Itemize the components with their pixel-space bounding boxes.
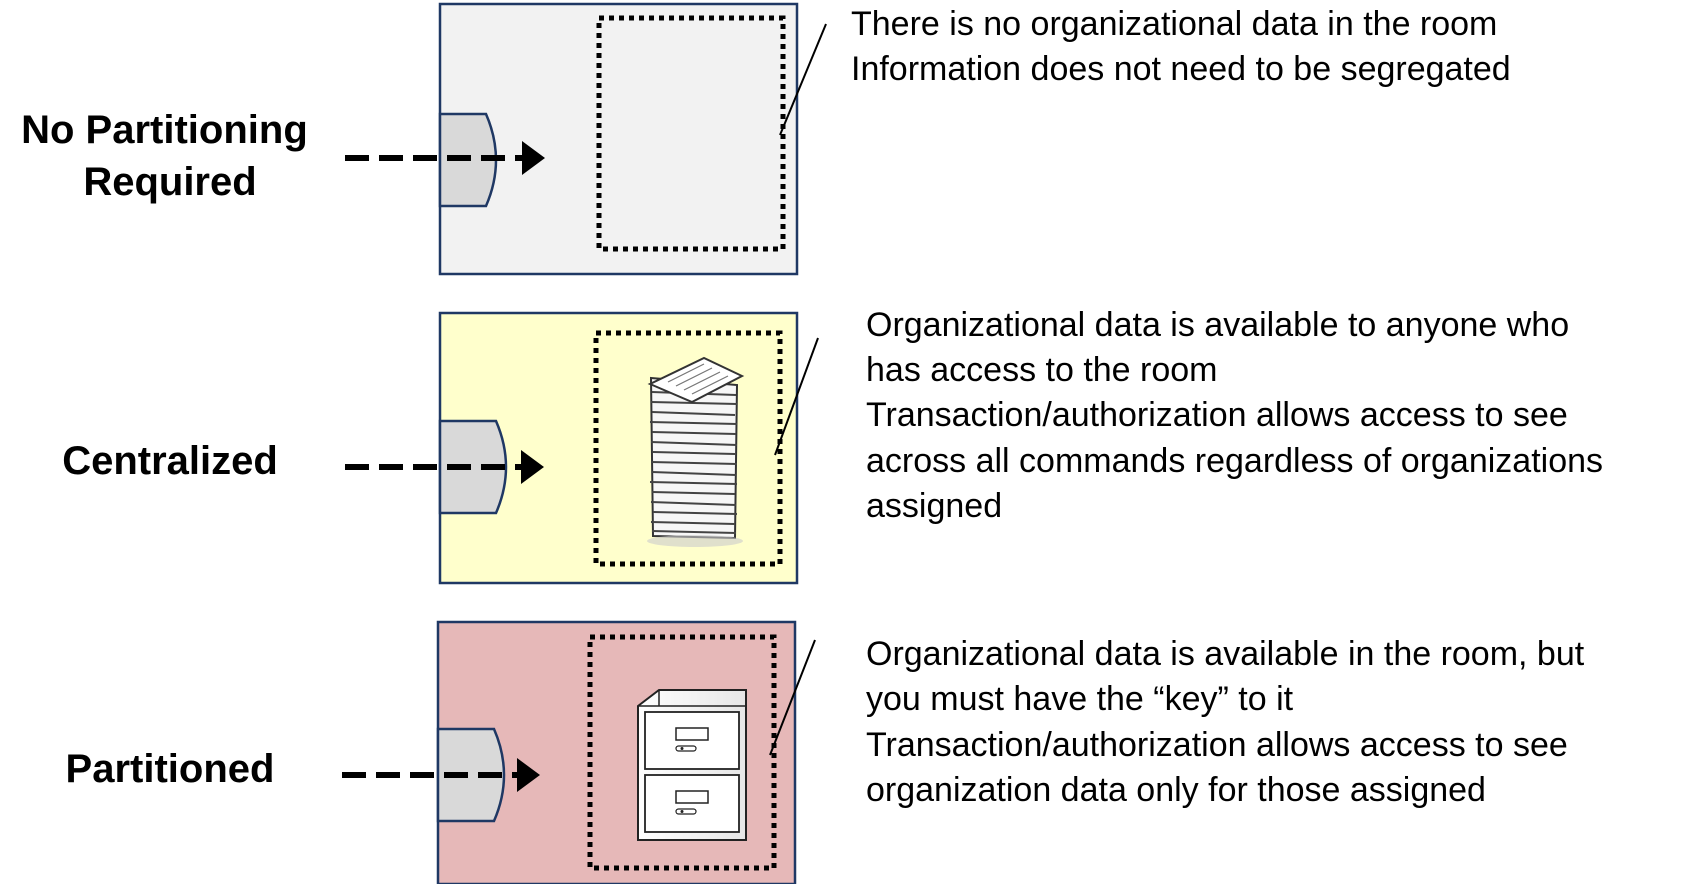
data-area: [593, 330, 783, 567]
room: [438, 2, 799, 276]
data-area: [587, 634, 777, 871]
data-area: [596, 15, 786, 252]
row-description: There is no organizational data in the r…: [851, 5, 1511, 88]
door-icon: [436, 727, 506, 823]
row-label: Partitioned: [66, 747, 275, 791]
row-no-partitioning: No Partitioning Required There is no org…: [21, 2, 1511, 276]
row-centralized: Centralized: [62, 306, 1612, 585]
row-label: Centralized: [62, 439, 278, 483]
row-partitioned: Partitioned Organizational data is avail…: [66, 620, 1594, 884]
row-label: No Partitioning Required: [21, 108, 319, 204]
callout-line: [779, 23, 827, 136]
door-icon: [438, 419, 508, 515]
entry-arrow-icon: [342, 758, 540, 792]
entry-arrow-icon: [345, 450, 544, 484]
row-description: Organizational data is available to anyo…: [866, 306, 1612, 525]
entry-arrow-icon: [345, 141, 545, 175]
callout-line: [769, 639, 816, 756]
paper-stack-icon: [647, 356, 745, 547]
row-description: Organizational data is available in the …: [866, 635, 1594, 809]
callout-line: [774, 337, 819, 456]
file-cabinet-icon: [637, 689, 747, 841]
